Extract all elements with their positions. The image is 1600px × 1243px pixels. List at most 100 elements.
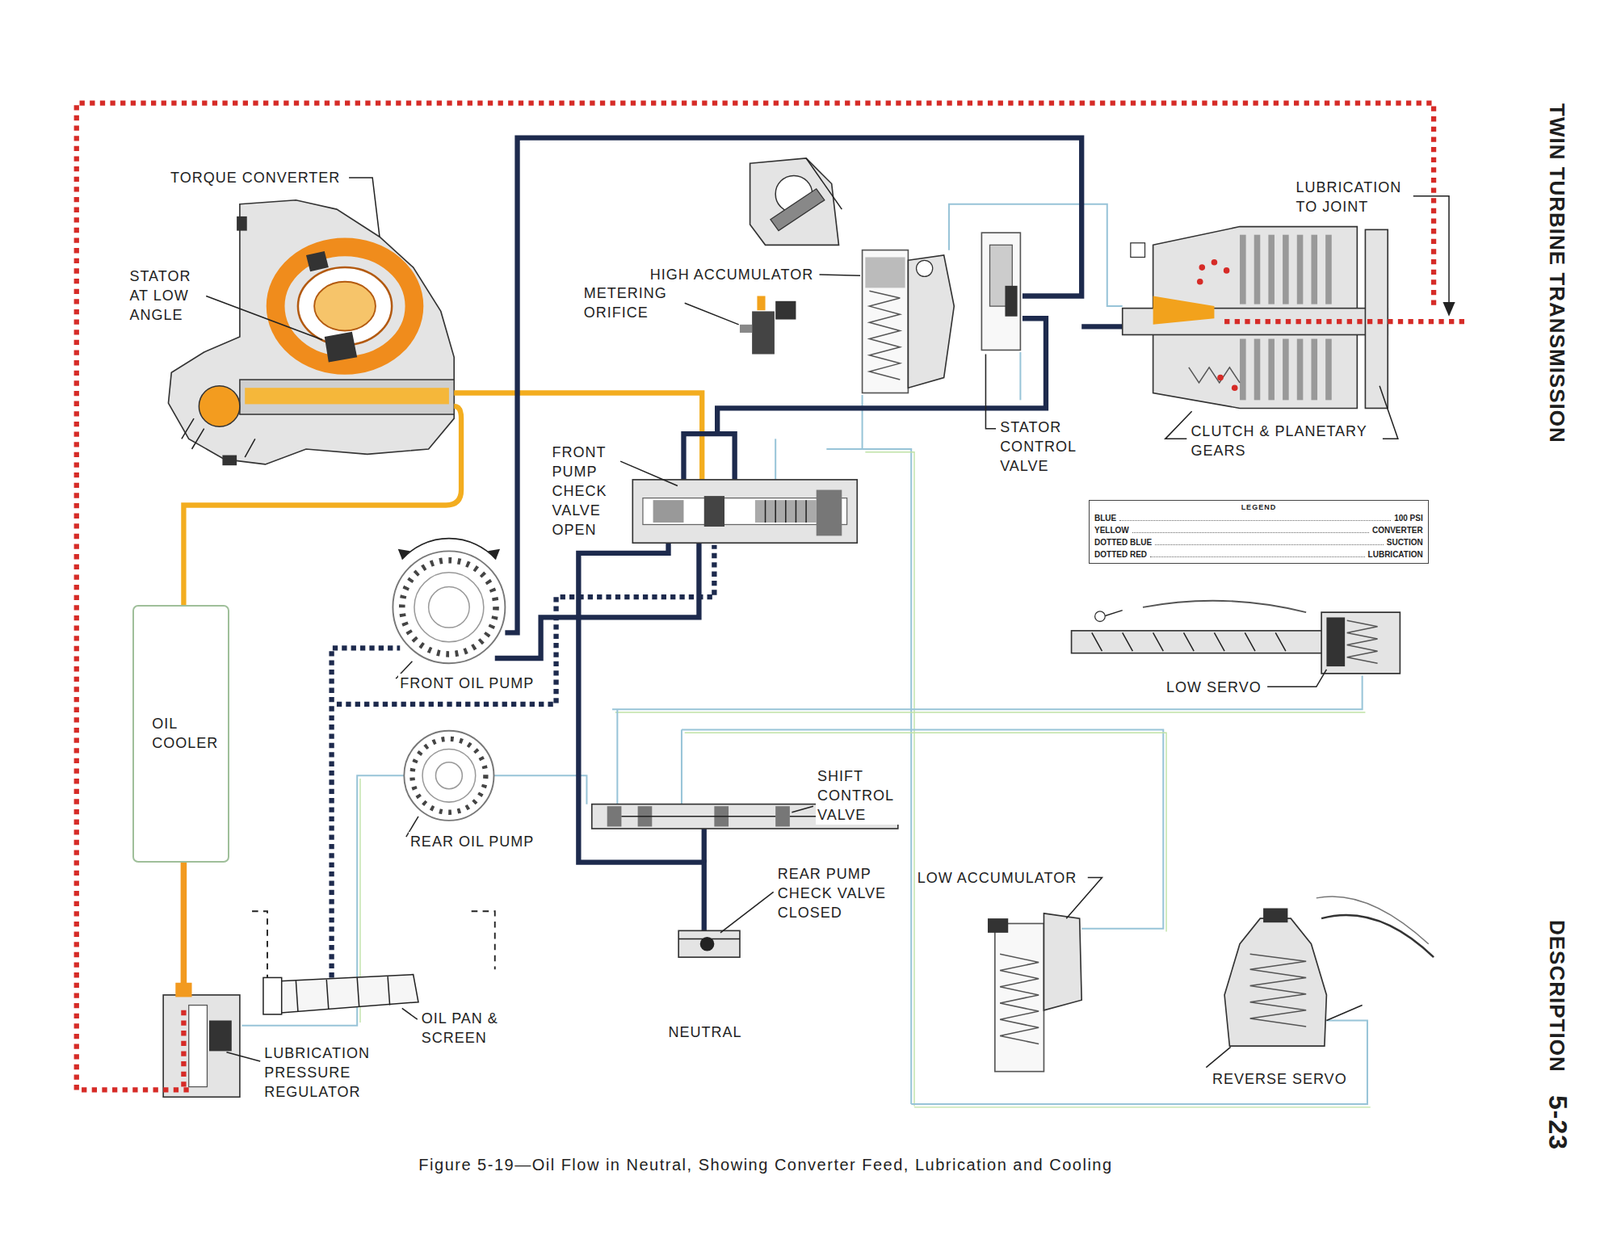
clutch-planetary	[1196, 278, 1204, 286]
leader-line	[348, 177, 380, 237]
legend-key: DOTTED BLUE	[1094, 536, 1152, 549]
clutch-planetary	[1223, 267, 1231, 274]
metering-orifice	[756, 295, 765, 311]
reverse-servo	[1224, 896, 1434, 1046]
converter-line	[183, 393, 702, 989]
leader-line	[985, 353, 996, 429]
low-servo	[1142, 600, 1307, 613]
front-oil-pump	[414, 572, 484, 643]
leader-dots	[1119, 520, 1391, 521]
low-servo	[1071, 630, 1328, 654]
part-label: CLUTCH & PLANETARY GEARS	[1188, 421, 1378, 461]
clutch-planetary	[1282, 235, 1290, 305]
part-label: FRONT PUMP CHECK VALVE OPEN	[550, 442, 618, 540]
reverse-servo	[1321, 915, 1434, 958]
leader-line	[620, 461, 678, 486]
rear-oil-pump	[435, 762, 462, 790]
oil-pan	[251, 911, 496, 1015]
inactive-passage	[1019, 352, 1021, 400]
check-valve-body	[653, 499, 685, 523]
gear-detail	[750, 158, 843, 245]
front-oil-pump	[402, 538, 496, 560]
pressure-regulator	[209, 1020, 232, 1051]
front-oil-pump	[487, 549, 500, 560]
low-servo	[1321, 612, 1400, 674]
leader-line	[205, 295, 323, 340]
reverse-servo	[1250, 953, 1307, 1027]
pressure-line	[1081, 323, 1123, 329]
leader-line	[684, 302, 740, 325]
leader-line	[720, 891, 774, 933]
stator-control-valve	[981, 232, 1021, 350]
check-valve-body	[816, 490, 843, 537]
leader-line	[402, 1007, 418, 1020]
stator-control-valve	[981, 232, 1021, 350]
clutch-planetary	[1188, 367, 1240, 383]
torque-converter	[167, 200, 454, 466]
lubrication-line	[1224, 319, 1470, 324]
clutch-planetary	[1325, 235, 1332, 305]
low-servo	[1095, 611, 1106, 622]
clutch-planetary	[1122, 226, 1388, 409]
leader-line	[226, 1052, 261, 1062]
part-label: SHIFT CONTROL VALVE	[815, 766, 908, 825]
clutch-planetary	[1325, 339, 1332, 401]
part-label: HIGH ACCUMULATOR	[648, 264, 815, 285]
legend-key: BLUE	[1094, 512, 1117, 525]
legend-title: LEGEND	[1094, 502, 1424, 513]
part-label: FRONT OIL PUMP	[398, 673, 536, 693]
inactive-passage	[949, 204, 1123, 307]
stator-control-valve	[1004, 285, 1017, 317]
torque-converter	[314, 281, 376, 332]
high-accumulator	[862, 250, 955, 394]
low-accumulator	[999, 953, 1039, 1044]
inactive-passage	[616, 709, 618, 804]
inactive-passage	[680, 729, 683, 804]
leader-dots	[1132, 532, 1370, 534]
part-label: STATOR AT LOW ANGLE	[127, 266, 204, 325]
oil-pan	[267, 974, 419, 1014]
leader-line	[1413, 196, 1449, 305]
lubrication-line	[180, 1010, 186, 1088]
rear-check-valve	[678, 930, 740, 958]
leader-dots	[1154, 544, 1384, 546]
oil-pan	[263, 977, 282, 1014]
front-oil-pump	[392, 550, 505, 664]
clutch-planetary	[1153, 295, 1215, 324]
page-header: 5-23	[1542, 1093, 1571, 1152]
converter-line	[180, 847, 188, 988]
leader-line	[819, 274, 861, 276]
legend-text: LUBRICATION	[1368, 548, 1424, 561]
front-oil-pump	[392, 538, 505, 664]
leader-line	[1165, 411, 1193, 439]
clutch-planetary	[1268, 235, 1275, 305]
legend-key: YELLOW	[1094, 524, 1130, 537]
pressure-regulator	[175, 982, 192, 998]
high-accumulator	[865, 256, 905, 288]
check-valve-body	[755, 499, 817, 523]
inactive-passage	[826, 448, 862, 450]
oil-pan	[295, 976, 390, 1012]
legend-text: 100 PSI	[1394, 512, 1424, 525]
part-label: NEUTRAL	[667, 1022, 744, 1042]
part-label: OIL PAN & SCREEN	[419, 1008, 513, 1048]
pressure-line	[495, 138, 1123, 932]
front-oil-pump	[402, 560, 496, 655]
suction-line	[336, 545, 714, 705]
inactive-passage	[612, 675, 1363, 710]
low-servo	[1091, 632, 1286, 651]
part-label: TORQUE CONVERTER	[168, 167, 342, 188]
gear-detail	[806, 158, 842, 210]
suction-line	[331, 545, 715, 979]
low-servo	[1071, 600, 1401, 674]
clutch-planetary	[1297, 339, 1304, 401]
check-valve-body	[632, 479, 857, 543]
pressure-line	[504, 138, 1082, 634]
inactive-passage	[862, 394, 912, 1105]
part-label: LOW ACCUMULATOR	[915, 868, 1079, 888]
high-accumulator	[869, 290, 900, 380]
inactive-passage	[241, 204, 1370, 1108]
low-servo	[1347, 620, 1378, 664]
figure-caption: Figure 5-19—Oil Flow in Neutral, Showing…	[0, 1155, 1532, 1175]
